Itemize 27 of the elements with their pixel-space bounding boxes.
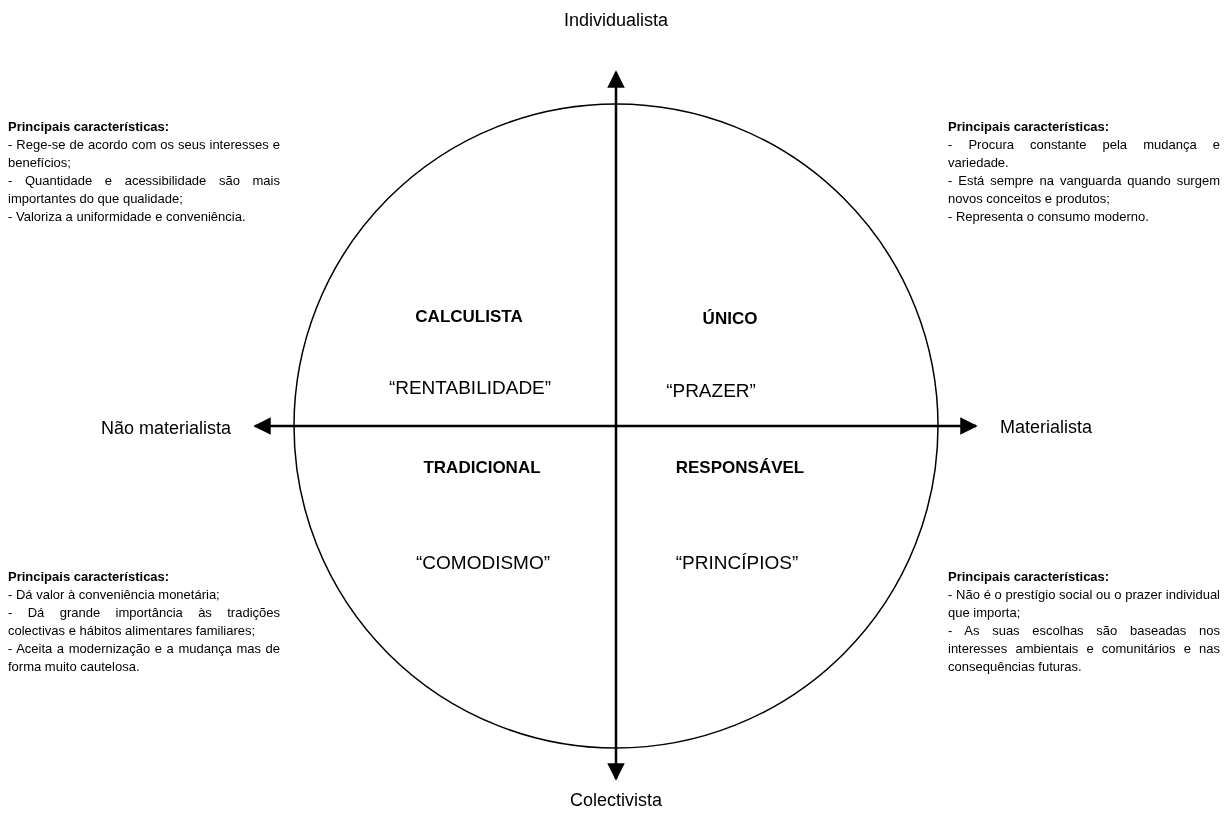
characteristic-text: - Representa o consumo moderno. xyxy=(948,208,1150,226)
axis-label: Não materialista xyxy=(100,417,231,439)
quadrant-motto: “COMODISMO” xyxy=(416,552,550,574)
characteristics-heading: Principais características: xyxy=(8,118,171,136)
characteristics-heading: Principais características: xyxy=(948,568,1111,586)
quadrant-title: CALCULISTA xyxy=(415,307,523,327)
characteristic-text: - Dá grande importância às tradições colectivas e hábitos alimentares familiares; xyxy=(8,604,280,640)
quadrant-motto: “PRINCÍPIOS” xyxy=(675,552,799,574)
quadrant-motto: “PRAZER” xyxy=(666,380,756,402)
characteristics-heading: Principais características: xyxy=(8,568,171,586)
characteristic-text: - Dá valor à conveniência monetária; xyxy=(8,586,221,604)
quadrant-motto: “RENTABILIDADE” xyxy=(388,377,552,399)
axis-label: Materialista xyxy=(1000,416,1093,438)
characteristic-text: - Aceita a modernização e a mudança mas de forma muito cautelosa. xyxy=(8,640,280,676)
quadrant-title: ÚNICO xyxy=(702,309,758,329)
axis-label: Colectivista xyxy=(570,789,662,811)
quadrant-title: RESPONSÁVEL xyxy=(675,458,805,478)
characteristic-text: - Não é o prestígio social ou o prazer individual que importa; xyxy=(948,586,1220,622)
axis-label: Individualista xyxy=(563,9,669,31)
characteristic-text: - As suas escolhas são baseadas nos interesses ambientais e comunitários e nas consequências futuras. xyxy=(948,622,1220,676)
quadrant-title: TRADICIONAL xyxy=(423,458,541,478)
characteristic-text: - Procura constante pela mudança e variedade. xyxy=(948,136,1220,172)
characteristic-text: - Está sempre na vanguarda quando surgem novos conceitos e produtos; xyxy=(948,172,1220,208)
characteristics-heading: Principais características: xyxy=(948,118,1111,136)
characteristic-text: - Valoriza a uniformidade e conveniência. xyxy=(8,208,247,226)
characteristic-text: - Rege-se de acordo com os seus interesses e benefícios; xyxy=(8,136,280,172)
characteristic-text: - Quantidade e acessibilidade são mais importantes do que qualidade; xyxy=(8,172,280,208)
